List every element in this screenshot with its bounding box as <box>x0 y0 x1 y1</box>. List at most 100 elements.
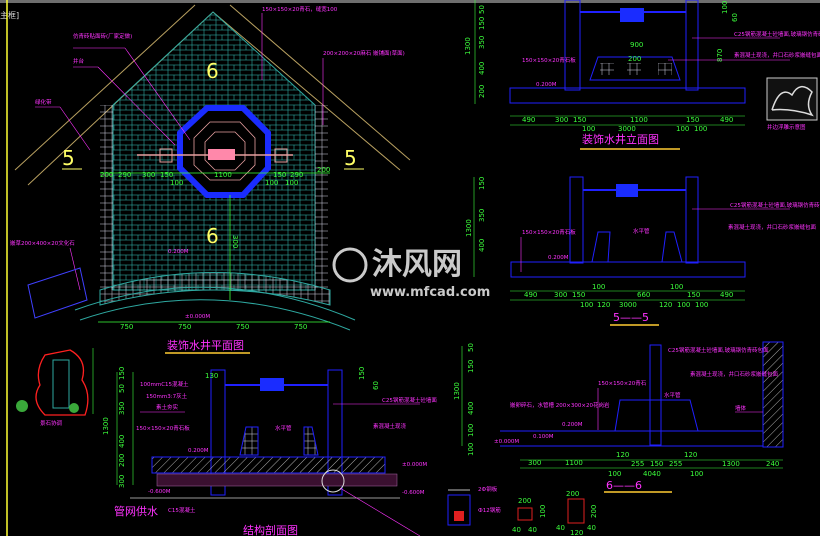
dim-label: 50 <box>478 5 486 14</box>
dim-label: 100 <box>608 470 621 478</box>
structure-section: 1300 150 50 350 400 200 300 130 150 60 1… <box>16 348 437 536</box>
annotation: 素混凝土现浇，井口石砂浆嵌缝包面 <box>690 370 779 378</box>
dim-label: 120 <box>659 301 672 309</box>
section-5-5: 490 300 150 100 660 100 150 490 100 120 … <box>465 176 820 326</box>
dim-label: 1300 <box>465 219 473 237</box>
dim-label: 150 <box>650 460 663 468</box>
dim-label: 490 <box>720 291 733 299</box>
annotation: 150mm3:7灰土 <box>146 392 188 400</box>
dim-label: 120 <box>684 451 697 459</box>
level-mark: ±0.000M <box>185 314 210 320</box>
dim-label: 1100 <box>565 459 583 467</box>
right-post <box>327 369 343 496</box>
post <box>649 344 662 446</box>
dim-label: 4040 <box>643 470 661 478</box>
dim-label: 300 <box>231 235 239 248</box>
dim-label: 150 <box>478 17 486 30</box>
windlass <box>260 378 284 391</box>
dim-label: 1300 <box>464 37 472 55</box>
annotation: 150×150×20青石，缝宽100 <box>262 5 338 13</box>
roof-line <box>229 4 411 161</box>
base-slab <box>509 87 746 104</box>
left-post <box>569 176 584 264</box>
dim-label: 750 <box>178 323 191 331</box>
annotation: 素混凝土现浇，井口石砂浆嵌缝包面 <box>734 51 820 59</box>
dim-label: 100 <box>695 301 708 309</box>
left-post <box>210 369 226 496</box>
dim-label: 100 <box>582 125 595 133</box>
dim-label: 300 <box>554 291 567 299</box>
annotation: C25钢筋混凝土砼墙面,玻璃钢仿青砖包面 <box>734 30 820 38</box>
dim-label: 60 <box>731 13 739 22</box>
dim-label: 490 <box>522 116 535 124</box>
level-mark: 0.200M <box>548 255 569 261</box>
watermark-logo <box>332 247 368 283</box>
dim-label: 350 <box>478 36 486 49</box>
stone-border <box>100 105 113 290</box>
dim-label: 100 <box>265 179 278 187</box>
dim-label: 120 <box>570 529 583 536</box>
dim-label: 120 <box>616 451 629 459</box>
dim-label: 870 <box>716 49 724 62</box>
level-mark: 0.200M <box>168 249 189 255</box>
dim-label: 400 <box>478 62 486 75</box>
dim-label: 300 <box>118 475 126 488</box>
plan-title: 装饰水井平面图 <box>167 338 244 352</box>
dim-label: 290 <box>118 171 131 179</box>
dim-label: 750 <box>294 323 307 331</box>
dim-label: 255 <box>669 460 682 468</box>
dim-label: 100 <box>539 505 547 518</box>
annotation: 嵌草200×400×20文化石 <box>10 239 75 247</box>
section-6-6: 300 1100 120 255 150 255 120 1300 240 10… <box>453 341 784 493</box>
dim-label: 50 <box>118 384 126 393</box>
relief-caption: 井边浮雕示意图 <box>767 123 806 131</box>
level-mark: -0.600M <box>148 489 171 495</box>
dim-label: 290 <box>290 171 303 179</box>
dim-label: 255 <box>631 460 644 468</box>
annotation: 墙体 <box>735 404 747 412</box>
window-top-bar <box>0 0 820 3</box>
structure-title: 结构剖面图 <box>243 523 298 536</box>
dim-label: 200 <box>478 85 486 98</box>
dim-label: 660 <box>637 291 650 299</box>
annotation: C25钢筋混凝土砼墙面,玻璃钢仿青砖包面 <box>668 346 769 354</box>
dim-label: 400 <box>478 239 486 252</box>
level-mark: 0.200M <box>562 422 583 428</box>
windlass <box>208 149 235 160</box>
dim-label: 150 <box>572 291 585 299</box>
dim-label: 300 <box>528 459 541 467</box>
dim-label: 150 <box>573 116 586 124</box>
elevation-view: 490 300 150 1100 150 490 100 3000 100 10… <box>464 0 820 150</box>
dim-label: 100 <box>677 301 690 309</box>
annotation: 200×200×20麻石 嵌铺面(草面) <box>323 49 405 57</box>
dim-label: 200 <box>518 497 531 505</box>
dim-label: 300 <box>142 171 155 179</box>
watermark-brand: 沐风网 <box>372 247 462 282</box>
level-mark: ±0.000M <box>494 439 519 445</box>
dim-label: 100 <box>467 424 475 437</box>
dim-label: 3000 <box>619 301 637 309</box>
dim-label: 100 <box>676 125 689 133</box>
dim-label: 100 <box>170 179 183 187</box>
annotation: 2Ф钢板 <box>478 485 498 493</box>
level-mark: ±0.000M <box>402 462 427 468</box>
annotation: 嵌卵碎石，水管槽 200×300×20花岗岩 <box>510 401 610 409</box>
detail-callout[interactable] <box>321 469 345 493</box>
dim-label: 200 <box>317 166 330 174</box>
section-6-title: 6——6 <box>606 479 642 492</box>
dim-label: 100 <box>580 301 593 309</box>
annotation: 150×150×20青石板 <box>522 228 576 236</box>
dim-label: 150 <box>686 116 699 124</box>
elevation-title: 装饰水井立面图 <box>582 132 659 146</box>
annotation: 150×150×20青石板 <box>522 56 576 64</box>
annotation: 150×150×20青石板 <box>136 424 190 432</box>
annotation: 水平管 <box>633 227 650 235</box>
annotation: Ф12钢筋 <box>478 506 501 514</box>
level-mark: 0.200M <box>536 82 557 88</box>
stone-border <box>315 105 328 290</box>
detail-drawings: 2Ф钢板 Ф12钢筋 200 100 40 40 200 200 40 120 … <box>447 485 598 536</box>
dim-label: 750 <box>120 323 133 331</box>
dim-label: 100 <box>285 179 298 187</box>
dim-label: 120 <box>597 301 610 309</box>
